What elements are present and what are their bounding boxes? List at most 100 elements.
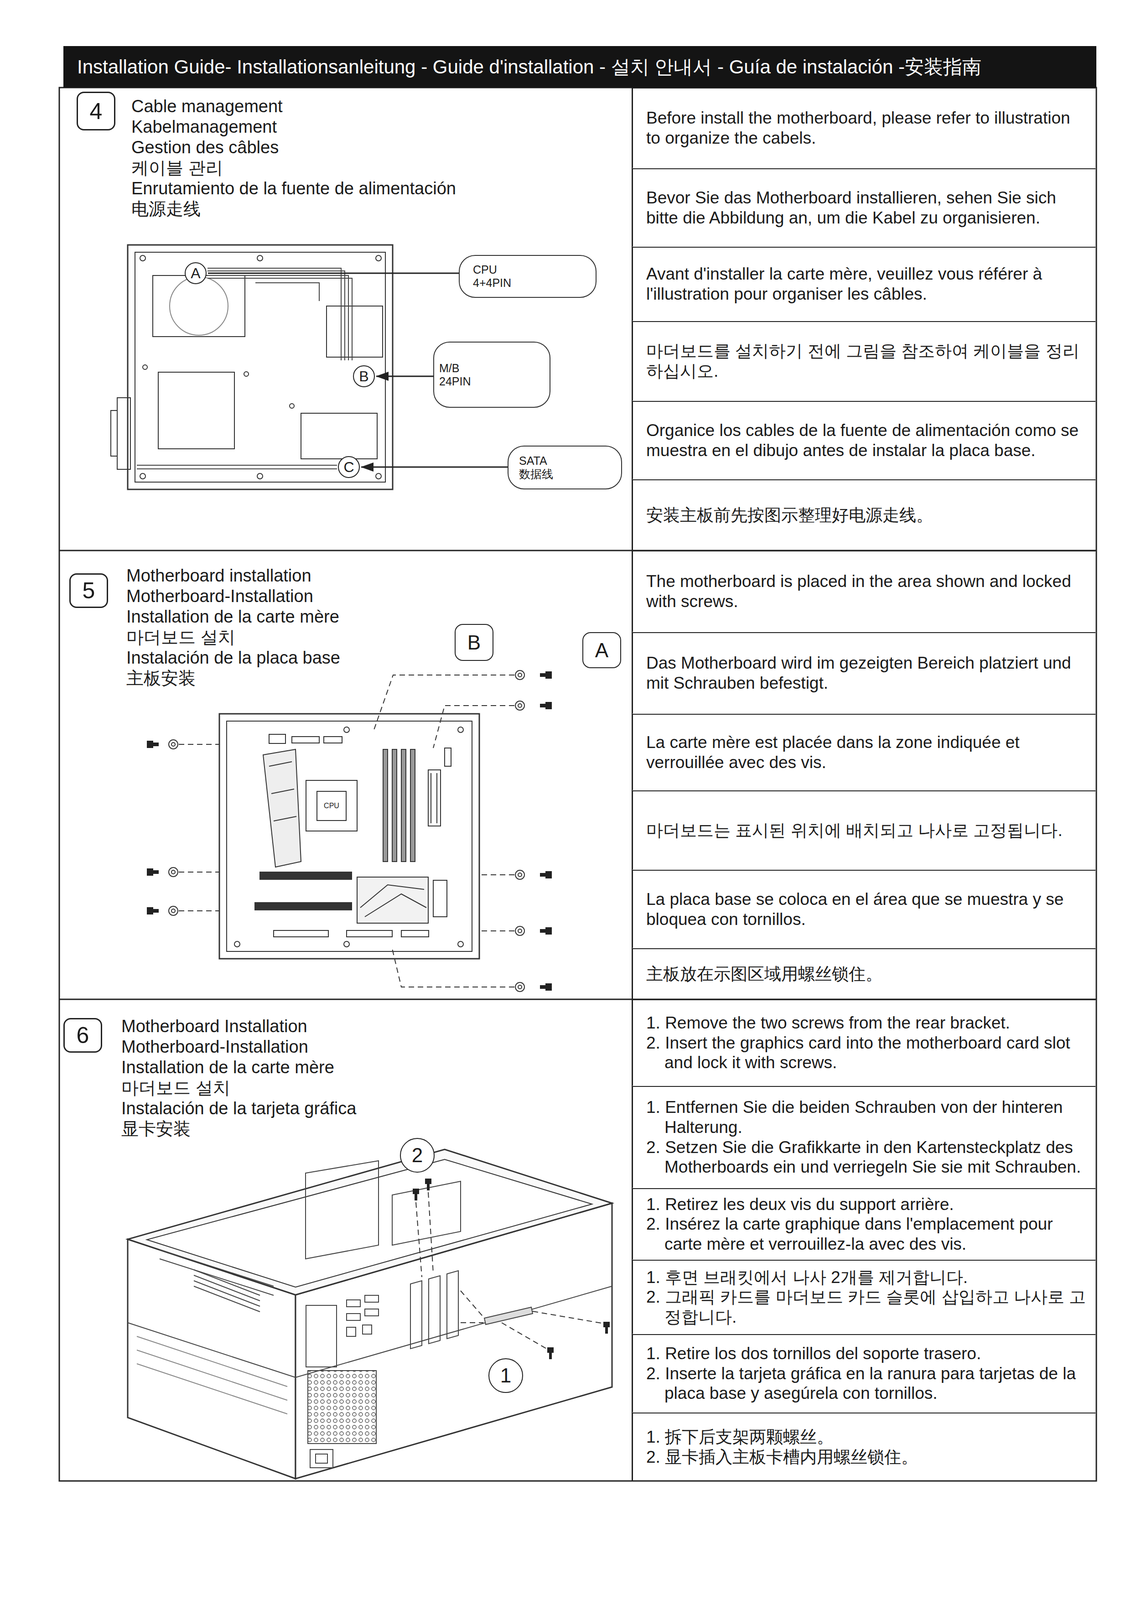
callout-text: SATA 数据线	[518, 454, 561, 481]
instruction-text: 1. 拆下后支架两颗螺丝。	[646, 1426, 1089, 1448]
instruction-text: Bevor Sie das Motherboard installieren, …	[646, 187, 1089, 228]
case-body	[127, 1149, 613, 1479]
instruction-cell: The motherboard is placed in the area sh…	[632, 550, 1096, 632]
instruction-text: La carte mère est placée dans la zone in…	[646, 732, 1089, 773]
cable-bundle	[136, 268, 353, 469]
callout-circle: A	[184, 262, 207, 285]
step-title: Enrutamiento de la fuente de alimentació…	[131, 178, 457, 199]
instruction-cell: Avant d'installer la carte mère, veuille…	[632, 246, 1096, 321]
instruction-cell: Bevor Sie das Motherboard installieren, …	[632, 168, 1096, 247]
instruction-text: Organice los cables de la fuente de alim…	[646, 420, 1089, 461]
case-interior	[127, 1160, 613, 1468]
callout-text: 2	[411, 1145, 423, 1166]
instruction-text: The motherboard is placed in the area sh…	[646, 571, 1089, 612]
callout-text: 1	[500, 1365, 512, 1386]
instruction-text: 2. 显卡插入主板卡槽内用螺丝锁住。	[646, 1447, 1089, 1468]
callout-circle: 2	[399, 1137, 435, 1173]
instruction-cell: Das Motherboard wird im gezeigten Bereic…	[632, 632, 1096, 714]
callout-text: CPU 4+4PIN	[472, 263, 519, 290]
step-title: Motherboard-Installation	[126, 586, 314, 607]
instruction-text: Before install the motherboard, please r…	[646, 108, 1089, 148]
step-title: Motherboard Installation	[121, 1016, 308, 1037]
instruction-cell: La carte mère est placée dans la zone in…	[632, 713, 1096, 790]
step-title: Instalación de la placa base	[126, 648, 341, 669]
motherboard-chassis	[219, 713, 480, 959]
instruction-text: Avant d'installer la carte mère, veuille…	[646, 264, 1089, 304]
callout-circle: 1	[488, 1358, 524, 1393]
instruction-text: 1. Retire los dos tornillos del soporte …	[646, 1343, 1089, 1364]
instruction-text: 安装主板前先按图示整理好电源走线。	[646, 505, 1089, 526]
instruction-cell: 1. Retire los dos tornillos del soporte …	[632, 1333, 1096, 1412]
socket-label: CPU	[323, 801, 340, 810]
step-title: 显卡安装	[121, 1119, 191, 1140]
callout-text: B	[358, 368, 369, 384]
screw-callout: A	[582, 632, 622, 669]
instruction-cell: 1. Retirez les deux vis du support arriè…	[632, 1188, 1096, 1260]
step-title: Motherboard installation	[126, 565, 312, 587]
instruction-text: 마더보드를 설치하기 전에 그림을 참조하여 케이블을 정리하십시오.	[646, 341, 1089, 381]
instruction-cell: 1. 拆下后支架两颗螺丝。2. 显卡插入主板卡槽内用螺丝锁住。	[632, 1412, 1096, 1481]
instruction-text: 2. 그래픽 카드를 마더보드 카드 슬롯에 삽입하고 나사로 고정합니다.	[646, 1286, 1089, 1327]
step-title: Cable management	[131, 96, 283, 117]
instruction-text: 1. Remove the two screws from the rear b…	[646, 1012, 1089, 1033]
instruction-text: 2. Setzen Sie die Grafikkarte in den Kar…	[646, 1137, 1089, 1178]
leader-arrow	[376, 375, 434, 378]
chassis-plate	[110, 244, 393, 490]
step-title: 电源走线	[131, 199, 201, 220]
callout-text: C	[343, 459, 354, 475]
mounting-screws	[146, 670, 552, 992]
step-title: 主板安装	[126, 668, 196, 689]
instruction-text: 2. Inserte la tarjeta gráfica en la ranu…	[646, 1363, 1089, 1404]
step-title: Kabelmanagement	[131, 117, 277, 138]
step-title: 케이블 관리	[131, 158, 224, 179]
instruction-text: 1. Entfernen Sie die beiden Schrauben vo…	[646, 1097, 1089, 1137]
instruction-cell: 1. Remove the two screws from the rear b…	[632, 999, 1096, 1086]
bracket-screws	[412, 1178, 610, 1360]
instruction-cell: Organice los cables de la fuente de alim…	[632, 400, 1096, 479]
screw-callout: B	[454, 623, 494, 661]
step-number: 5	[69, 573, 109, 608]
instruction-text: 1. 후면 브래킷에서 나사 2개를 제거합니다.	[646, 1267, 1089, 1288]
callout-circle: B	[352, 365, 375, 388]
step-title: 마더보드 설치	[126, 627, 236, 648]
step-title: 마더보드 설치	[121, 1078, 231, 1099]
instruction-cell: Before install the motherboard, please r…	[632, 87, 1096, 168]
step-title: Instalación de la tarjeta gráfica	[121, 1098, 357, 1119]
instruction-text: 마더보드는 표시된 위치에 배치되고 나사로 고정됩니다.	[646, 820, 1089, 841]
instruction-text: 2. Insert the graphics card into the mot…	[646, 1032, 1089, 1073]
instruction-cell: 1. Entfernen Sie die beiden Schrauben vo…	[632, 1085, 1096, 1188]
connector-callout: M/B 24PIN	[433, 341, 551, 408]
instruction-cell: La placa base se coloca en el área que s…	[632, 869, 1096, 948]
callout-text: A	[595, 640, 609, 661]
instruction-cell: 主板放在示图区域用螺丝锁住。	[632, 948, 1096, 999]
instruction-cell: 安装主板前先按图示整理好电源走线。	[632, 479, 1096, 550]
callout-text: A	[190, 265, 201, 281]
instruction-text: La placa base se coloca en el área que s…	[646, 889, 1089, 929]
instruction-cell: 마더보드는 표시된 위치에 배치되고 나사로 고정됩니다.	[632, 790, 1096, 870]
leader-arrow	[207, 272, 459, 275]
step-number: 4	[76, 91, 116, 131]
step-number: 6	[63, 1017, 103, 1053]
leader-arrow	[361, 466, 508, 468]
instruction-text: 1. Retirez les deux vis du support arriè…	[646, 1194, 1089, 1215]
callout-text: 5	[82, 579, 96, 602]
motherboard	[254, 734, 452, 937]
instruction-text: Das Motherboard wird im gezeigten Bereic…	[646, 653, 1089, 693]
step-title: Motherboard-Installation	[121, 1037, 309, 1058]
callout-text: 4	[89, 99, 103, 123]
instruction-text: 主板放在示图区域用螺丝锁住。	[646, 964, 1089, 985]
step-title: Installation de la carte mère	[126, 607, 340, 628]
callout-text: B	[467, 632, 481, 653]
step-title: Gestion des câbles	[131, 137, 279, 158]
instruction-text: 2. Insérez la carte graphique dans l'emp…	[646, 1214, 1089, 1254]
header-title: Installation Guide- Installationsanleitu…	[63, 46, 982, 88]
header-band: Installation Guide- Installationsanleitu…	[63, 46, 1097, 88]
page-frame	[59, 87, 1097, 1481]
connector-callout: SATA 数据线	[507, 445, 623, 490]
step-title: Installation de la carte mère	[121, 1057, 335, 1078]
callout-text: 6	[76, 1023, 90, 1047]
instruction-cell: 1. 후면 브래킷에서 나사 2개를 제거합니다.2. 그래픽 카드를 마더보드…	[632, 1259, 1096, 1334]
callout-text: M/B 24PIN	[439, 361, 481, 389]
callout-circle: C	[337, 456, 360, 478]
